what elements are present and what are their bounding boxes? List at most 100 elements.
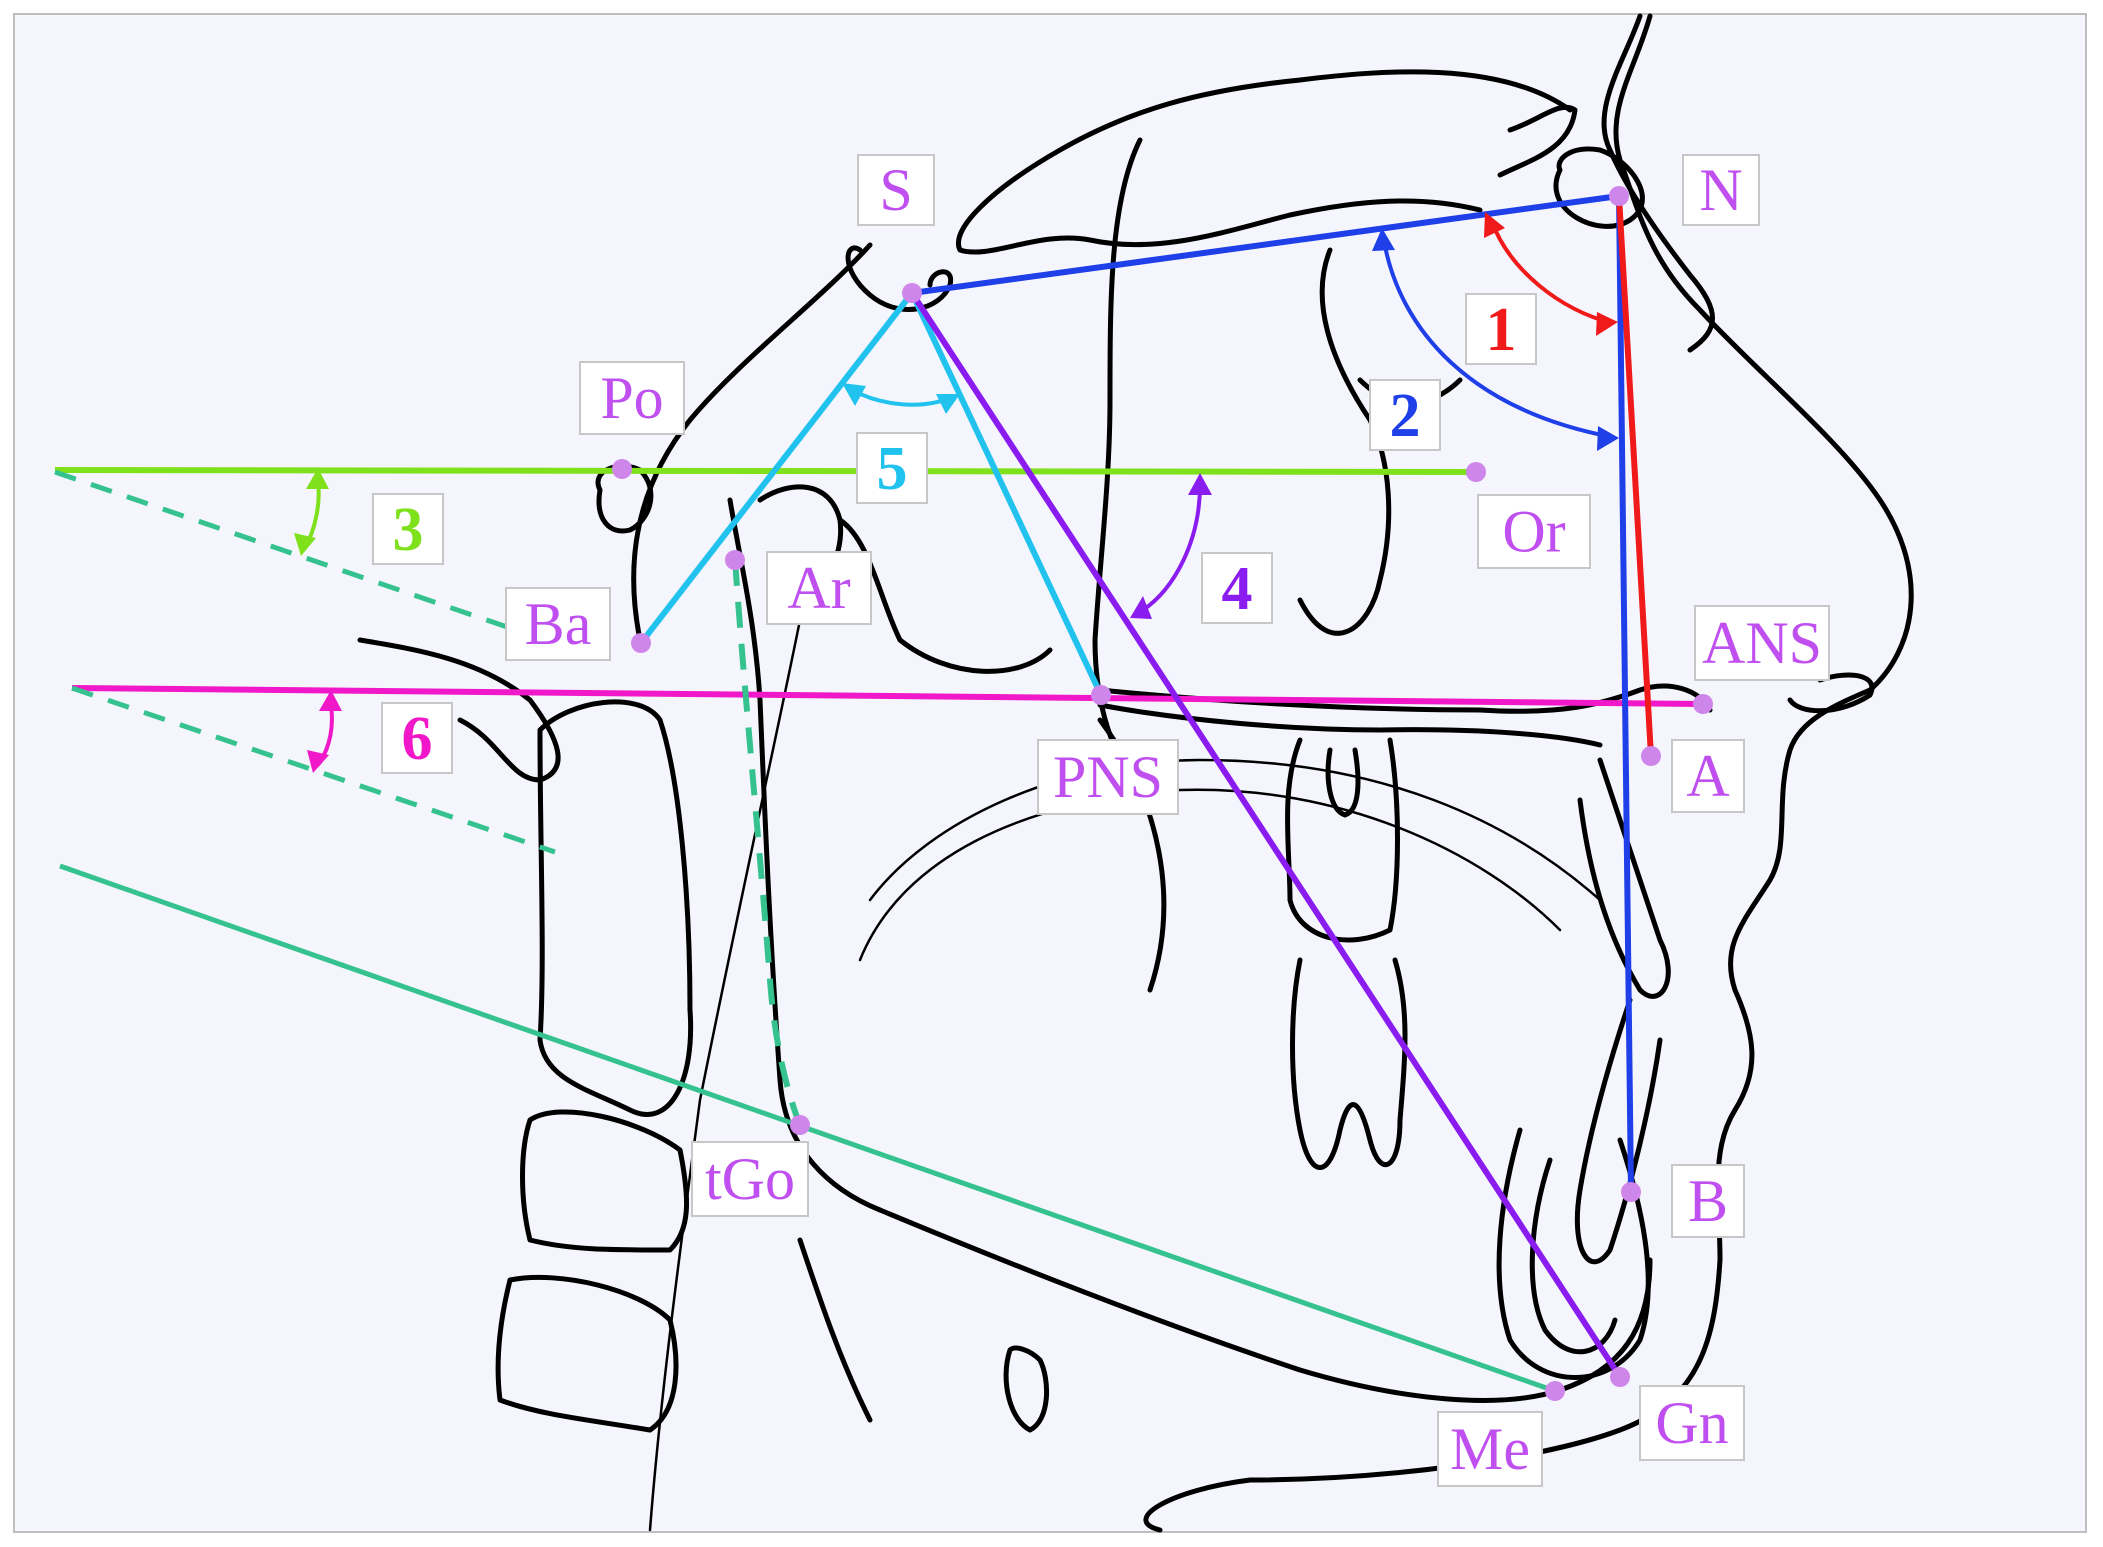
anterior-skull (1497, 104, 1578, 178)
landmark-dot-n (1609, 186, 1629, 206)
landmark-label-s: S (857, 154, 935, 226)
landmark-label-po: Po (579, 361, 685, 435)
landmark-label-text: Ar (787, 555, 850, 621)
throat-curve (797, 1237, 873, 1423)
landmark-dot-a (1641, 746, 1661, 766)
lower-molar (1290, 957, 1408, 1170)
angle-label-box (856, 432, 928, 504)
landmark-dot-pns (1091, 685, 1111, 705)
cranial-base (956, 69, 1573, 255)
landmark-label-tgo: tGo (691, 1141, 809, 1217)
angle-label-text: 4 (1222, 555, 1253, 623)
landmark-dot-tgo (790, 1115, 810, 1135)
landmark-dot-s (902, 283, 922, 303)
landmark-label-text: PNS (1053, 744, 1163, 810)
lower-incisor (1574, 997, 1663, 1265)
landmark-label-a: A (1671, 739, 1745, 813)
angle-labels: 12 3 4 5 6 (372, 293, 1537, 774)
frontal-sinus (1553, 146, 1645, 229)
sella-pns-line (909, 291, 1104, 697)
sella-nasion-line (911, 193, 1620, 296)
angle-label-text: 1 (1486, 296, 1517, 364)
landmark-label-text: Po (600, 365, 663, 431)
angle-label-box (1369, 379, 1441, 451)
landmark-label-ba: Ba (505, 587, 611, 661)
landmark-label-box (691, 1141, 809, 1217)
angle-arc-1 (1484, 212, 1618, 336)
landmark-label-box (857, 154, 935, 226)
landmark-label-me: Me (1437, 1411, 1543, 1487)
landmark-label-text: A (1686, 743, 1729, 809)
landmark-label-text: N (1699, 157, 1742, 223)
orbit (1297, 247, 1392, 636)
cervical-vertebra-c4 (495, 1274, 679, 1433)
landmark-label-text: ANS (1702, 610, 1822, 676)
landmark-label-box (1437, 1411, 1543, 1487)
landmark-label-text: Gn (1655, 1390, 1728, 1456)
landmark-label-pns: PNS (1037, 739, 1179, 815)
angle-label-1: 1 (1465, 293, 1537, 365)
angle-label-text: 5 (877, 435, 908, 503)
angle-label-box (1201, 552, 1273, 624)
landmark-label-text: Or (1502, 499, 1565, 565)
angle-label-5: 5 (856, 432, 928, 504)
landmark-label-text: B (1688, 1168, 1728, 1234)
angle-label-6: 6 (381, 702, 453, 774)
landmark-label-or: Or (1477, 494, 1591, 569)
landmark-dot-ba (631, 633, 651, 653)
sella-turcica (845, 245, 954, 312)
landmark-label-box (1682, 154, 1760, 226)
cervical-vertebra-c3 (520, 1109, 689, 1253)
pterygomaxillary-fissure (1092, 137, 1153, 803)
tongue-arch (868, 758, 1602, 902)
symphysis (1496, 1127, 1651, 1380)
sella-gnathion-line (909, 291, 1623, 1379)
landmark-label-b: B (1671, 1164, 1745, 1238)
landmark-label-ans: ANS (1694, 605, 1830, 681)
angle-label-box (372, 493, 444, 565)
airway-line (648, 618, 802, 1532)
nasal-bone (1601, 13, 1715, 353)
landmark-dot-ar (725, 550, 745, 570)
nasion-a-line (1616, 195, 1654, 757)
sella-basion-line (638, 291, 915, 645)
ba-reference-dashed-line (54, 469, 511, 631)
angle-arc-6 (307, 690, 342, 773)
anatomical-tracing (357, 13, 1914, 1533)
landmark-dot-ans (1693, 694, 1713, 714)
angle-label-box (381, 702, 453, 774)
nose-tip (1787, 672, 1875, 714)
landmark-dot-b (1621, 1182, 1641, 1202)
angle-label-text: 2 (1390, 382, 1421, 450)
landmark-label-box (1037, 739, 1179, 815)
landmark-dot-or (1466, 462, 1486, 482)
occipital (357, 637, 561, 783)
angle-label-4: 4 (1201, 552, 1273, 624)
landmark-label-text: Me (1450, 1416, 1530, 1482)
angle-label-box (1465, 293, 1537, 365)
tongue-arch-outer (858, 788, 1562, 962)
landmark-dot-po (612, 459, 632, 479)
landmark-label-n: N (1682, 154, 1760, 226)
palate-lower (1097, 702, 1603, 748)
landmark-label-text: S (879, 157, 912, 223)
angle-label-3: 3 (372, 493, 444, 565)
angle-label-text: 6 (402, 705, 433, 773)
mandible-body (877, 1207, 1653, 1403)
landmark-label-box (1671, 1164, 1745, 1238)
landmark-label-box (1694, 605, 1830, 681)
angle-label-2: 2 (1369, 379, 1441, 451)
landmark-label-ar: Ar (766, 551, 872, 625)
landmark-label-box (505, 587, 611, 661)
landmark-label-text: tGo (705, 1146, 795, 1212)
angle-label-text: 3 (393, 496, 424, 564)
hyoid (1003, 1345, 1050, 1433)
landmark-label-box (1671, 739, 1745, 813)
landmark-label-box (579, 361, 685, 435)
lower-reference-dashed-line (71, 685, 556, 855)
clivus (631, 242, 873, 643)
ramus-tangent-dashed-line (732, 559, 803, 1127)
